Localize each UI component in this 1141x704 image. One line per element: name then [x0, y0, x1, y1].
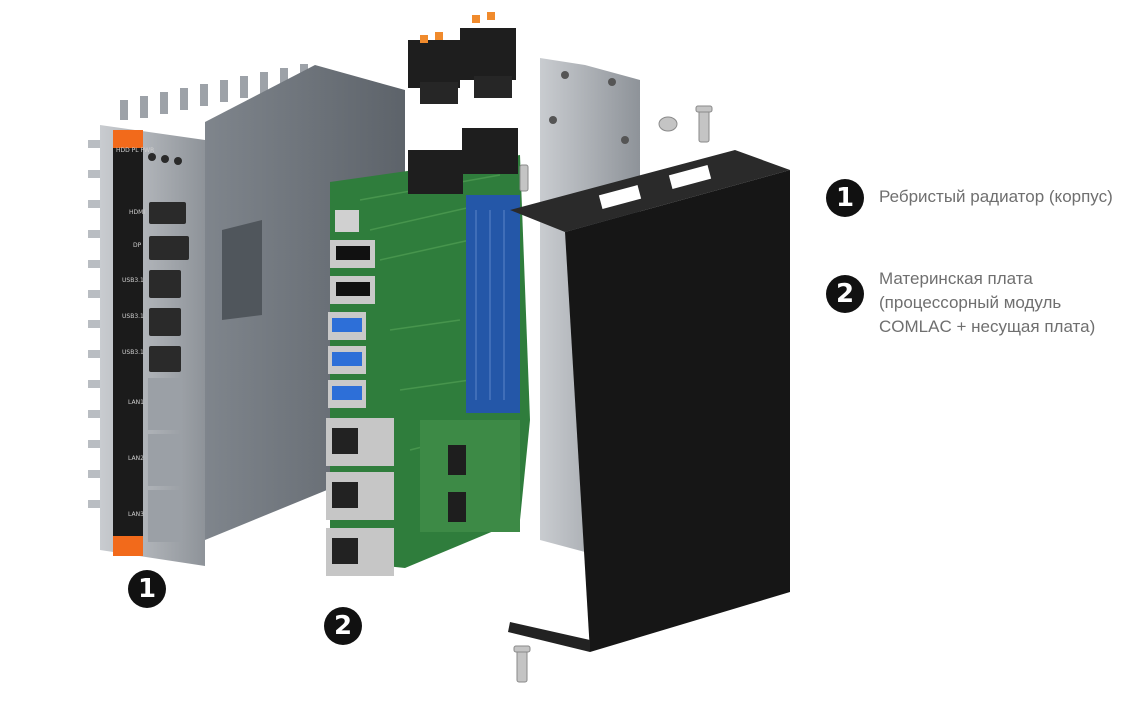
- front-panel-stripe: [113, 130, 143, 555]
- legend-motherboard-label: Материнская плата (процессорный модуль C…: [879, 267, 1095, 339]
- panel-label-usb-2: USB3.1: [122, 313, 144, 320]
- comlac-processor-module: [466, 195, 520, 413]
- panel-label-lan1: LAN1: [128, 399, 144, 406]
- legend-motherboard-badge: 2: [826, 275, 864, 313]
- heatsink-number-badge: 1: [128, 570, 166, 608]
- legend-heatsink-label: Ребристый радиатор (корпус): [879, 185, 1113, 209]
- legend-motherboard-line-2: (процессорный модуль: [879, 293, 1062, 312]
- terminal-block-connectors: [408, 12, 516, 104]
- heatsink-side-fins: [88, 140, 108, 508]
- memory-module: [420, 420, 520, 532]
- orange-accent-bottom: [113, 536, 143, 556]
- screws: [513, 105, 713, 683]
- motherboard-number-badge: 2: [324, 607, 362, 645]
- board-connectors: [408, 128, 518, 194]
- orange-accent-top: [113, 130, 143, 148]
- motherboard: [326, 128, 530, 576]
- panel-label-status: HDD PL PWR: [116, 147, 154, 154]
- black-housing-cover: [508, 150, 790, 652]
- board-io-ports: [326, 210, 394, 576]
- legend-heatsink-badge: 1: [826, 179, 864, 217]
- panel-label-lan3: LAN3: [128, 511, 144, 518]
- panel-label-hdmi: HDMI: [129, 209, 145, 216]
- panel-label-usb-3: USB3.1: [122, 349, 144, 356]
- legend-motherboard-line-1: Материнская плата: [879, 269, 1033, 288]
- panel-label-usb-1: USB3.1: [122, 277, 144, 284]
- legend-heatsink-line-1: Ребристый радиатор (корпус): [879, 187, 1113, 206]
- legend-motherboard-line-3: COMLAC + несущая плата): [879, 317, 1096, 336]
- front-panel-ports: [148, 153, 189, 542]
- front-panel-labels: HDD PL PWR HDMI DP USB3.1 USB3.1 USB3.1 …: [116, 147, 154, 518]
- panel-label-lan2: LAN2: [128, 455, 144, 462]
- panel-label-dp: DP: [133, 242, 142, 249]
